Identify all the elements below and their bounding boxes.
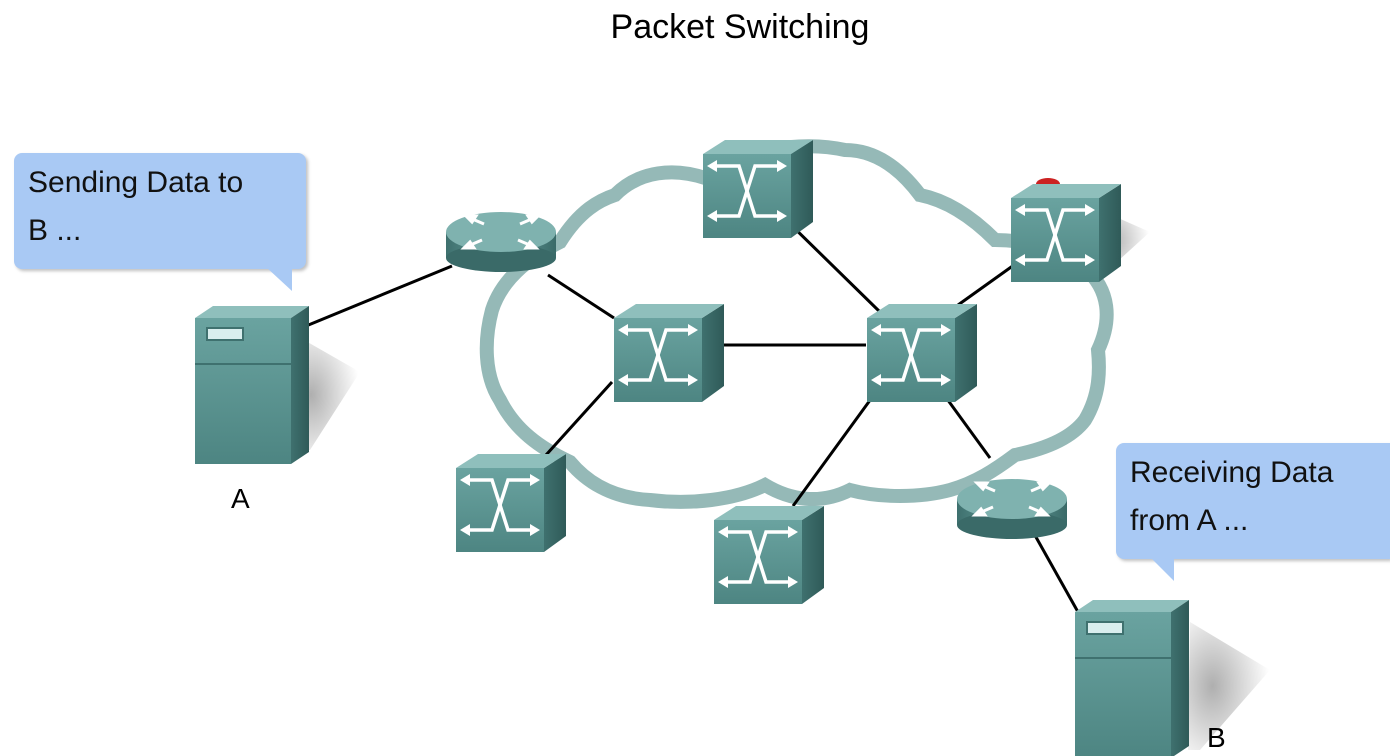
switch-top[interactable] <box>701 138 815 240</box>
receiver-callout-line-2: from A ... <box>1130 504 1249 537</box>
link-switch-center-router-b <box>940 391 992 459</box>
sender-callout-tail <box>266 267 292 291</box>
receiver-callout: Receiving Data from A ... <box>1116 443 1390 581</box>
link-switch-left-switch-bottomleft <box>544 380 614 457</box>
receiver-callout-line-1: Receiving Data <box>1130 456 1334 489</box>
link-server-a-router <box>305 264 453 328</box>
page-title: Packet Switching <box>610 8 870 46</box>
router-right[interactable] <box>955 477 1069 541</box>
link-switch-center-switch-bottom <box>791 391 878 507</box>
sender-callout: Sending Data to B ... <box>14 153 306 291</box>
link-router-b-server-b <box>1030 529 1080 613</box>
server-a-label: A <box>231 483 250 514</box>
link-router-switch-left <box>547 273 615 320</box>
router-left[interactable] <box>444 210 558 274</box>
switch-bottom-left[interactable] <box>454 452 568 554</box>
sender-callout-line-1: Sending Data to <box>28 166 244 199</box>
receiver-callout-tail <box>1150 557 1174 581</box>
switch-center[interactable] <box>865 302 979 404</box>
switch-left[interactable] <box>612 302 726 404</box>
link-switch-top-switch-center <box>782 216 882 314</box>
sender-callout-line-2: B ... <box>28 214 82 247</box>
network-links <box>305 216 1080 613</box>
switch-right[interactable] <box>1009 182 1123 284</box>
switch-bottom[interactable] <box>712 504 826 606</box>
server-b[interactable] <box>1074 599 1190 756</box>
link-switch-center-switch-right <box>957 263 1015 307</box>
server-b-label: B <box>1207 722 1226 753</box>
server-a[interactable] <box>194 305 310 465</box>
